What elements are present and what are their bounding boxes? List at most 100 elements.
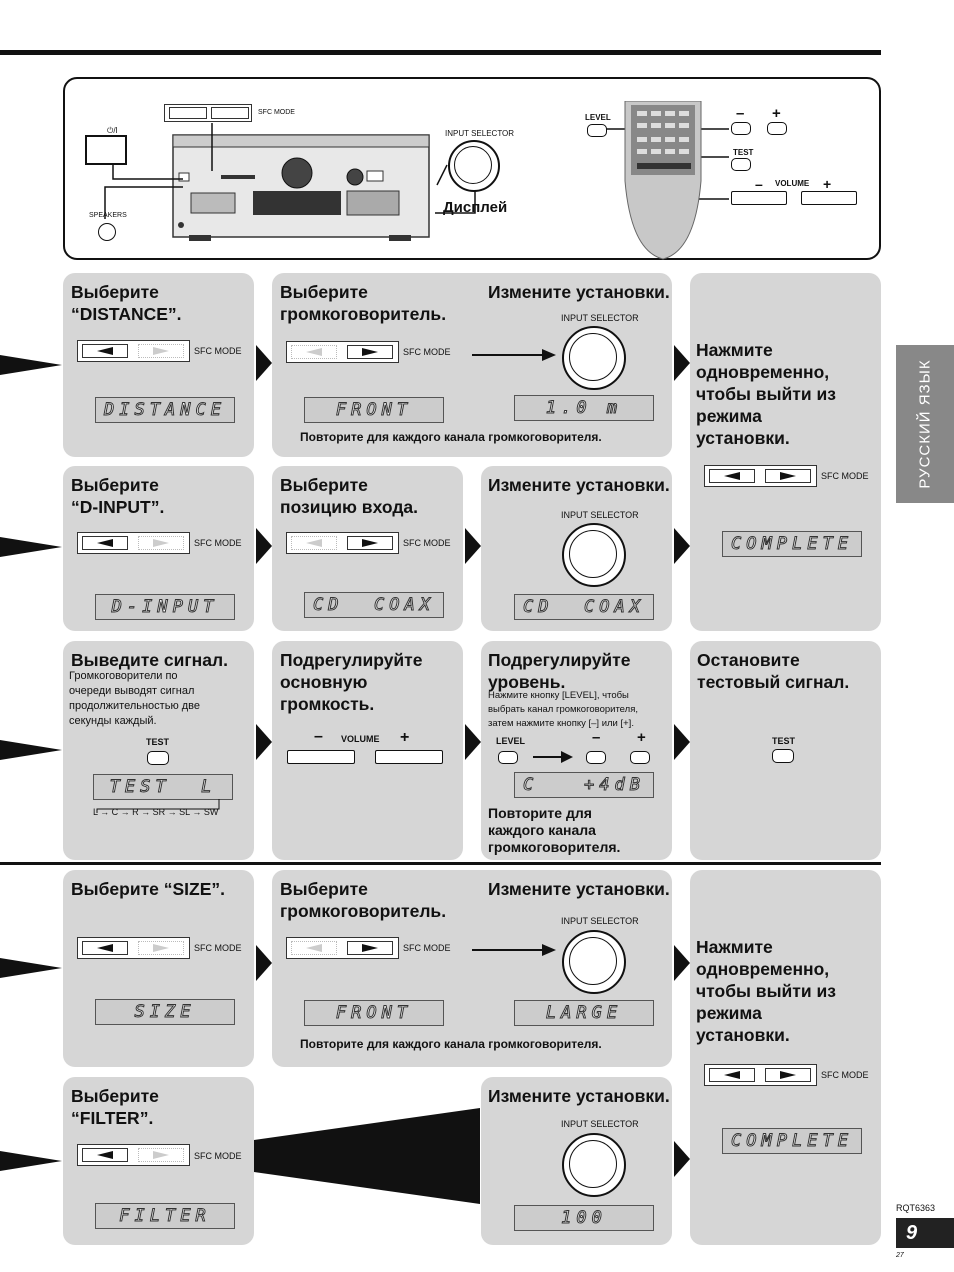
sfc-right-button[interactable] (138, 344, 184, 358)
section-divider (0, 862, 881, 865)
volume-minus-sign: – (314, 728, 323, 745)
section-arrow (0, 740, 62, 760)
lcd-display: COMPLETE (722, 1128, 862, 1154)
wedge-arrow (254, 1108, 480, 1204)
panel-filter-change: Измените установки. INPUT SELECTOR 100 (481, 1077, 672, 1245)
step-title: Остановите тестовый сигнал. (697, 650, 850, 692)
step-title: Выберите “D-INPUT”. (71, 475, 165, 517)
panel-test-signal: Выведите сигнал. Громкоговорители по оче… (63, 641, 254, 860)
sfc-left-button[interactable] (291, 536, 337, 550)
step-title: Выберите “FILTER”. (71, 1086, 159, 1128)
sfc-mode-label: SFC MODE (403, 943, 451, 953)
step-arrow (465, 528, 481, 564)
power-button[interactable] (85, 135, 127, 165)
step-arrow (256, 945, 272, 981)
lcd-display: LARGE (514, 1000, 654, 1026)
input-selector-knob[interactable] (562, 1133, 628, 1199)
volume-down-button[interactable] (287, 750, 355, 764)
input-selector-label: INPUT SELECTOR (445, 129, 515, 138)
sfc-right-button[interactable] (347, 345, 393, 359)
sfc-mode-label: SFC MODE (821, 1070, 869, 1080)
minus-label: – (592, 729, 601, 746)
sfc-mode-buttons[interactable] (77, 532, 190, 554)
sfc-mode-label: SFC MODE (258, 109, 295, 116)
sfc-left-button[interactable] (82, 536, 128, 550)
lcd-display: FRONT (304, 1000, 444, 1026)
panel-dinput-change: Измените установки. INPUT SELECTOR CD CO… (481, 466, 672, 631)
input-selector-label: INPUT SELECTOR (561, 1119, 639, 1129)
sfc-mode-buttons[interactable] (704, 465, 817, 487)
sfc-left-button[interactable] (82, 1148, 128, 1162)
lcd-display: FRONT (304, 397, 444, 423)
sfc-left-button[interactable] (82, 344, 128, 358)
sfc-right-button[interactable] (347, 941, 393, 955)
step-title: Подрегулируйте уровень. (488, 650, 631, 692)
step-arrow (674, 345, 690, 381)
step-title: Нажмите одновременно, чтобы выйти из реж… (696, 937, 836, 1045)
volume-down-button[interactable] (731, 191, 787, 205)
volume-up-button[interactable] (801, 191, 857, 205)
sfc-mode-buttons[interactable] (77, 1144, 190, 1166)
step-title: Выберите позицию входа. (280, 475, 419, 517)
panel-filter-select: Выберите “FILTER”. SFC MODE FILTER (63, 1077, 254, 1245)
sfc-right-button[interactable] (138, 1148, 184, 1162)
input-selector-knob[interactable] (562, 523, 628, 589)
sfc-mode-buttons[interactable] (77, 340, 190, 362)
test-button[interactable] (731, 158, 751, 171)
sfc-mode-buttons[interactable] (164, 104, 252, 122)
panel-stop-test: Остановите тестовый сигнал. TEST (690, 641, 881, 860)
input-selector-knob[interactable] (562, 326, 628, 392)
test-button[interactable] (147, 751, 169, 765)
input-selector-label: INPUT SELECTOR (561, 916, 639, 926)
sfc-mode-buttons[interactable] (286, 532, 399, 554)
level-minus-button[interactable] (586, 751, 606, 764)
input-selector-knob[interactable] (562, 930, 628, 996)
arrow-right (472, 944, 556, 956)
sfc-mode-label: SFC MODE (821, 471, 869, 481)
section-arrow (0, 1151, 62, 1171)
level-button[interactable] (498, 751, 518, 764)
sfc-right-button[interactable] (765, 469, 811, 483)
volume-minus-sign: – (755, 176, 763, 192)
test-button[interactable] (772, 749, 794, 763)
panel-level: Подрегулируйте уровень. Нажмите кнопку [… (481, 641, 672, 860)
sfc-right-button[interactable] (347, 536, 393, 550)
level-plus-button[interactable] (630, 751, 650, 764)
panel-size-speaker: Выберите громкоговоритель. Измените уста… (272, 870, 672, 1067)
arrow-right (472, 349, 556, 361)
sfc-left-button[interactable] (291, 941, 337, 955)
level-button[interactable] (587, 124, 607, 137)
sfc-mode-label: SFC MODE (194, 943, 242, 953)
input-selector-knob[interactable] (448, 140, 500, 192)
step-arrow (674, 724, 690, 760)
sfc-left-button[interactable] (82, 941, 128, 955)
sfc-right-button[interactable] (138, 536, 184, 550)
top-rule (0, 50, 881, 55)
panel-distance-select: Выберите “DISTANCE”. SFC MODE DISTANCE (63, 273, 254, 457)
sfc-left-button[interactable] (169, 107, 207, 119)
sfc-mode-buttons[interactable] (286, 937, 399, 959)
volume-up-button[interactable] (375, 750, 443, 764)
page-number: 9 (896, 1218, 954, 1248)
test-label: TEST (733, 148, 754, 157)
speakers-button[interactable] (98, 223, 116, 241)
step-title: Выведите сигнал. (71, 650, 228, 670)
sfc-left-button[interactable] (709, 469, 755, 483)
sfc-mode-buttons[interactable] (704, 1064, 817, 1086)
level-minus-button[interactable] (731, 122, 751, 135)
sfc-right-button[interactable] (765, 1068, 811, 1082)
sfc-mode-buttons[interactable] (286, 341, 399, 363)
lcd-display: CD COAX (304, 592, 444, 618)
sfc-right-button[interactable] (138, 941, 184, 955)
speakers-label: SPEAKERS (89, 212, 127, 219)
sfc-mode-buttons[interactable] (77, 937, 190, 959)
level-plus-button[interactable] (767, 122, 787, 135)
step-title: Выберите “SIZE”. (71, 879, 225, 899)
volume-label: VOLUME (775, 179, 810, 188)
sfc-left-button[interactable] (709, 1068, 755, 1082)
sfc-right-button[interactable] (211, 107, 249, 119)
volume-plus-sign: + (400, 729, 410, 746)
step-title: Выберите “DISTANCE”. (71, 282, 182, 324)
sfc-left-button[interactable] (291, 345, 337, 359)
section-arrow (0, 355, 62, 375)
